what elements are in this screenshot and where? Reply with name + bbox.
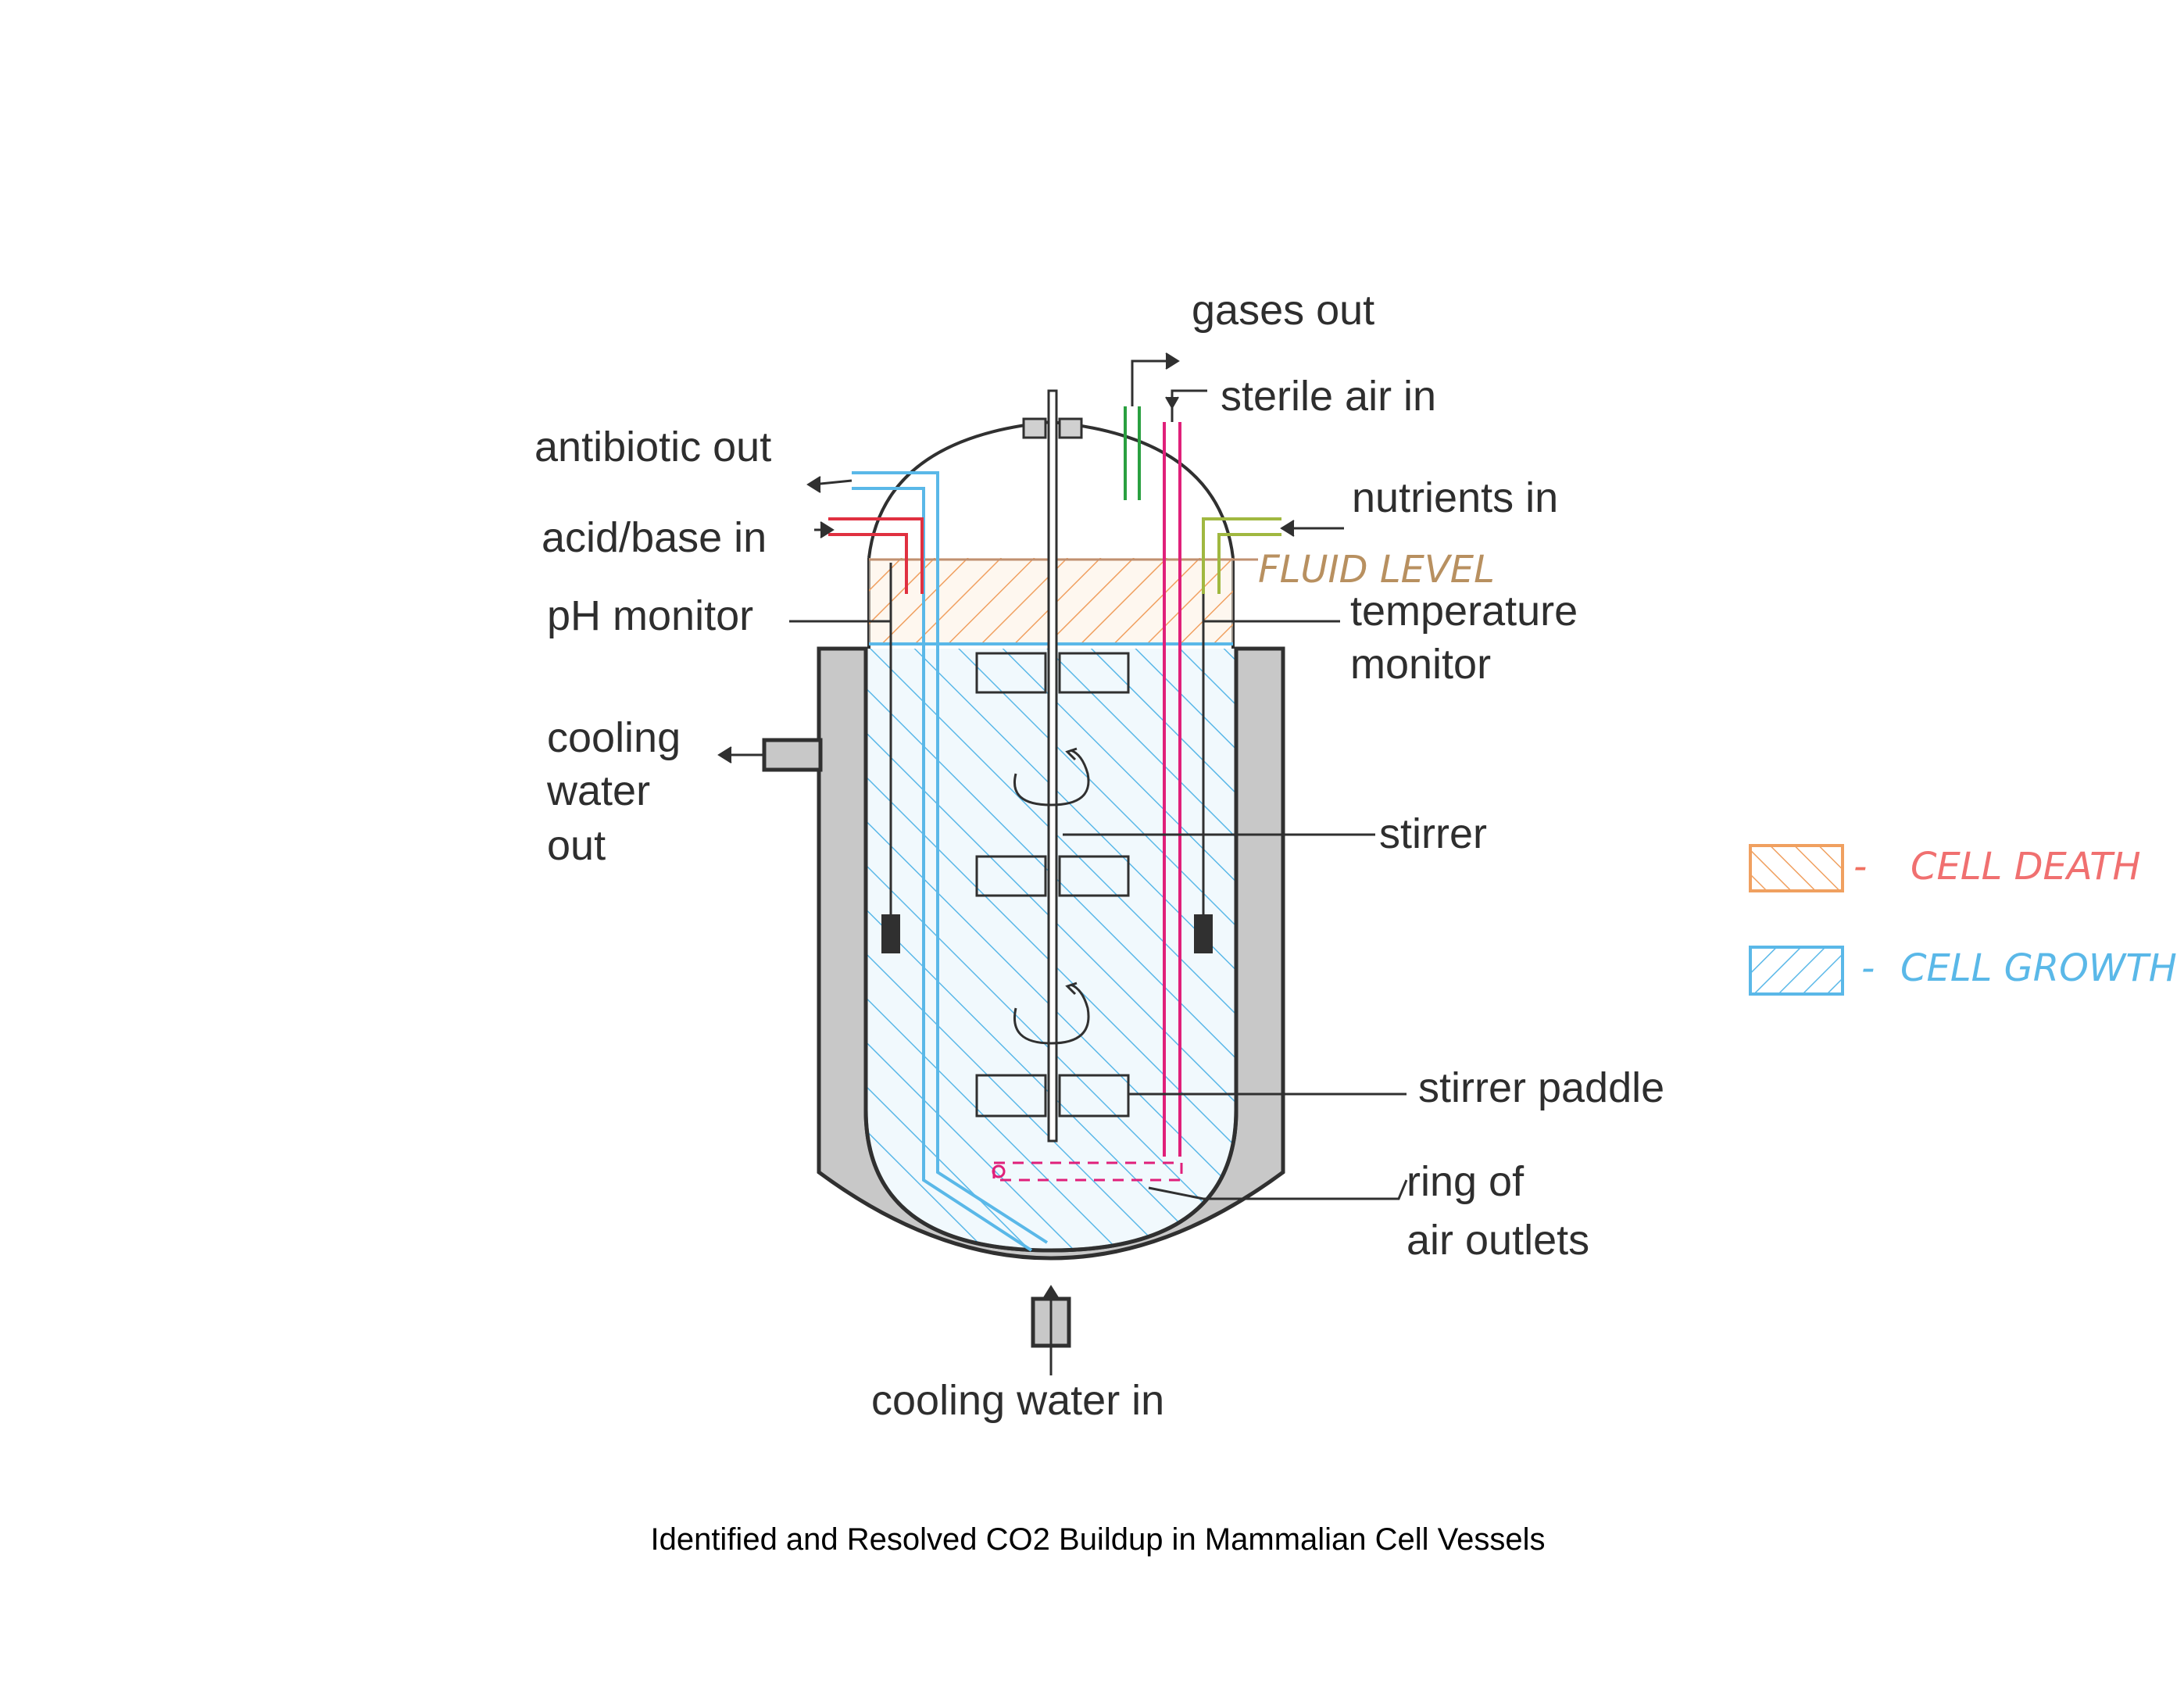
label-air-outlets: air outlets: [1407, 1217, 1589, 1264]
label-gases-out: gases out: [1192, 287, 1374, 334]
ring-leader: [1148, 1179, 1408, 1200]
figure-caption: Identified and Resolved CO2 Buildup in M…: [650, 1522, 1545, 1557]
label-antibiotic-out: antibiotic out: [534, 424, 771, 470]
legend-cell-growth-label: CELL GROWTH: [1900, 946, 2177, 990]
legend-cell-death-label: CELL DEATH: [1911, 845, 2141, 889]
cooling-water-out-arrow: [717, 746, 764, 764]
label-ring-of: ring of: [1407, 1158, 1525, 1205]
label-cooling-water-in: cooling water in: [871, 1377, 1164, 1424]
air-outlet-ring: [992, 1161, 1183, 1182]
paddle-top-left: [975, 652, 1047, 694]
label-cooling-out-3: out: [547, 822, 606, 869]
legend-cell-growth-swatch: [1749, 946, 1844, 996]
paddle-top-right: [1058, 652, 1130, 694]
paddle-bottom-left: [975, 1074, 1047, 1118]
rotation-arrow-bottom: [1013, 983, 1090, 1045]
label-nutrients-in: nutrients in: [1352, 474, 1558, 521]
label-temperature-monitor: monitor: [1350, 641, 1491, 688]
temperature-probe: [1194, 563, 1340, 953]
label-cooling-out-1: cooling: [547, 714, 681, 761]
legend: - CELL DEATH - CELL GROWTH: [1749, 844, 2177, 996]
label-acid-base-in: acid/base in: [542, 514, 767, 561]
acid-base-in-pipe: [814, 517, 924, 594]
antibiotic-out-pipe: [806, 471, 1049, 1252]
cooling-water-in-arrow: [1042, 1285, 1060, 1375]
sterile-air-in-pipe: [1163, 389, 1207, 1157]
paddle-bottom-right: [1058, 1074, 1130, 1118]
label-cooling-out-2: water: [546, 767, 650, 814]
label-fluid-level: FLUID LEVEL: [1258, 548, 1495, 592]
label-stirrer: stirrer: [1379, 810, 1487, 857]
label-sterile-air-in: sterile air in: [1221, 373, 1436, 420]
rotation-arrow-top: [1013, 749, 1090, 806]
stirrer: [975, 389, 1130, 1143]
paddle-mid-right: [1058, 855, 1130, 897]
legend-dash-death: -: [1853, 845, 1867, 889]
label-temperature: temperature: [1350, 588, 1578, 635]
legend-dash-growth: -: [1861, 946, 1875, 990]
label-ph-monitor: pH monitor: [547, 592, 753, 639]
gases-out-pipe: [1124, 352, 1180, 500]
ph-probe: [789, 563, 900, 953]
legend-cell-death-swatch: [1749, 844, 1844, 892]
paddle-mid-left: [975, 855, 1047, 897]
nutrients-in-pipe: [1202, 517, 1344, 594]
label-stirrer-paddle: stirrer paddle: [1418, 1064, 1664, 1111]
stirrer-bearing: [1022, 417, 1047, 439]
